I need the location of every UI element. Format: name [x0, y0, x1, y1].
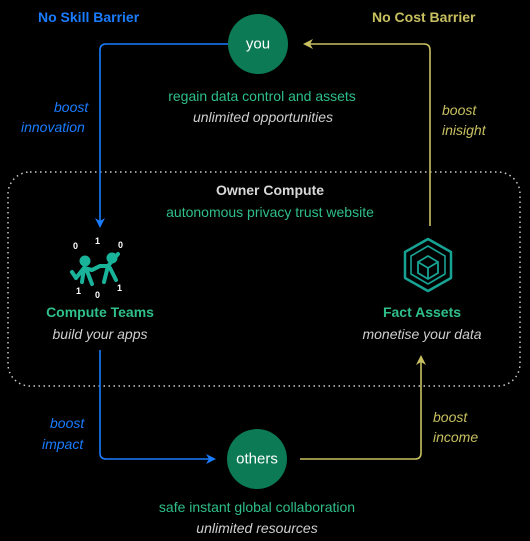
owner-compute-boundary — [7, 171, 521, 387]
binary-digit: 1 — [76, 286, 82, 296]
others-node — [227, 429, 287, 489]
edge-compute-teams-to-others — [99, 350, 216, 464]
edge-label-boost-impact-2: impact — [42, 436, 84, 452]
edge-label-boost-impact-1: boost — [50, 415, 85, 431]
compute-teams-title: Compute Teams — [46, 304, 154, 320]
binary-digit: 1 — [95, 236, 101, 246]
you-description: regain data control and assets — [168, 88, 356, 104]
others-node-label: others — [236, 450, 278, 468]
edge-label-boost-innovation-2: innovation — [21, 119, 85, 135]
edge-others-to-fact-assets — [300, 355, 426, 460]
fact-assets-subtitle: monetise your data — [362, 326, 482, 342]
binary-digit: 1 — [117, 283, 123, 293]
edge-fact-assets-to-you — [303, 39, 431, 226]
fact-assets-title: Fact Assets — [382, 304, 462, 320]
compute-teams-icon — [70, 252, 120, 286]
binary-digit: 0 — [95, 290, 101, 300]
you-node — [228, 14, 288, 74]
you-subdescription: unlimited opportunities — [192, 109, 334, 125]
owner-compute-title: Owner Compute — [215, 182, 325, 198]
edge-label-boost-income-2: income — [433, 429, 479, 445]
edge-label-boost-income-1: boost — [433, 409, 468, 425]
no-cost-barrier-label: No Cost Barrier — [372, 9, 476, 25]
others-description: safe instant global collaboration — [158, 499, 356, 515]
binary-digit: 0 — [73, 241, 79, 251]
edge-label-boost-insight-1: boost — [442, 102, 477, 118]
compute-teams-subtitle: build your apps — [52, 326, 148, 342]
you-node-label: you — [245, 35, 271, 53]
edge-label-boost-innovation-1: boost — [54, 99, 89, 115]
fact-assets-icon — [403, 237, 453, 293]
edge-you-to-compute-teams — [95, 43, 228, 228]
others-subdescription: unlimited resources — [196, 520, 318, 536]
owner-compute-subtitle: autonomous privacy trust website — [166, 204, 374, 220]
binary-digit: 0 — [118, 240, 124, 250]
edge-label-boost-insight-2: inisight — [442, 122, 486, 138]
no-skill-barrier-label: No Skill Barrier — [38, 9, 140, 25]
